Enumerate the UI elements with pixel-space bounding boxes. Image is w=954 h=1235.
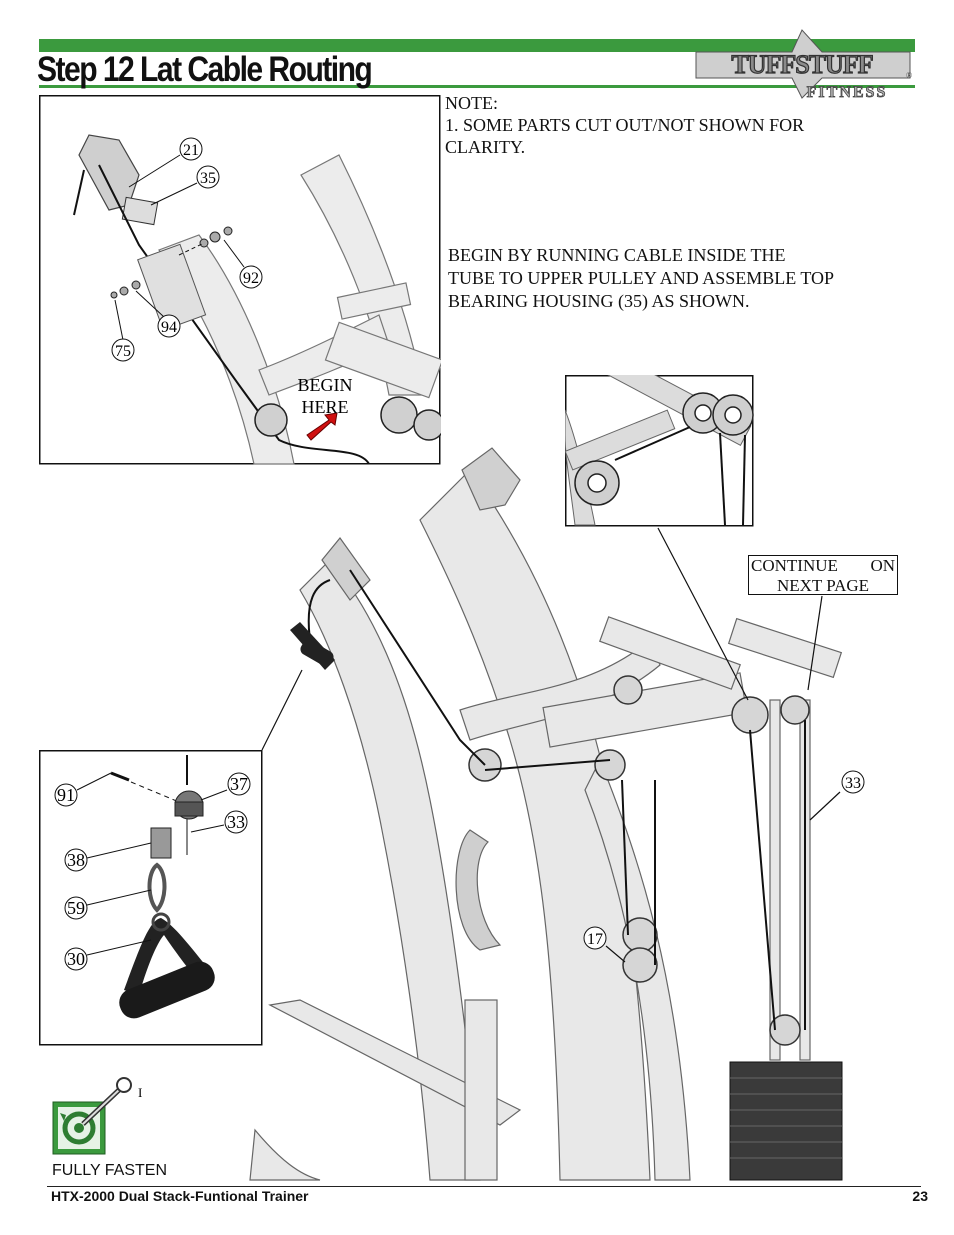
instruction-line-3: BEARING HOUSING (35) AS SHOWN.	[448, 291, 750, 311]
on-word: ON	[870, 556, 895, 575]
callout-number: 94	[161, 319, 177, 336]
header-green-bar	[39, 39, 915, 52]
callout-17-main: 17	[583, 926, 607, 950]
logo-main-text: TUFFSTUFF	[731, 50, 872, 79]
callout-92: 92	[239, 265, 263, 289]
here-label: HERE	[302, 397, 349, 417]
callout-number: 92	[243, 270, 259, 287]
callout-35: 35	[196, 165, 220, 189]
begin-label: BEGIN	[298, 375, 353, 395]
note-line-2: CLARITY.	[445, 137, 526, 157]
handle-assembly-inset: 91 37 33 38 59 30	[39, 750, 263, 1046]
fasten-mark: I	[138, 1085, 142, 1100]
callout-30: 30	[64, 947, 88, 971]
callout-number: 17	[587, 931, 603, 948]
fully-fasten-icon: I	[52, 1077, 142, 1155]
footer-product-name: HTX-2000 Dual Stack-Funtional Trainer	[51, 1188, 309, 1204]
continue-word: CONTINUE	[751, 556, 838, 575]
callout-33: 33	[224, 810, 248, 834]
callout-number: 37	[230, 774, 248, 794]
next-page-text: NEXT PAGE	[776, 576, 870, 595]
header-underline	[39, 85, 915, 88]
callout-75: 75	[111, 338, 135, 362]
callout-number: 59	[67, 898, 85, 918]
brand-logo: TUFFSTUFF ® FITNESS	[695, 29, 912, 100]
callout-number: 35	[200, 170, 216, 187]
top-bearing-housing-inset: 21 35 92 94 75 BEGIN HERE	[39, 95, 441, 465]
callout-number: 75	[115, 343, 131, 360]
instruction-line-2: TUBE TO UPPER PULLEY AND ASSEMBLE TOP	[448, 268, 835, 288]
callout-number: 21	[183, 142, 199, 159]
pulley-detail-inset	[565, 375, 754, 527]
fully-fasten-label: FULLY FASTEN	[52, 1162, 167, 1179]
continue-next-page-box: CONTINUE ON NEXT PAGE	[748, 555, 898, 595]
page-title: Step 12 Lat Cable Routing	[37, 50, 373, 89]
callout-number: 91	[57, 785, 75, 805]
callout-number: 33	[845, 775, 861, 792]
callout-number: 38	[67, 850, 85, 870]
instruction-line-1: BEGIN BY RUNNING CABLE INSIDE THE	[448, 245, 786, 265]
callout-number: 30	[67, 949, 85, 969]
note-heading: NOTE:	[445, 93, 498, 113]
footer-divider	[47, 1186, 921, 1187]
logo-registered-mark: ®	[906, 71, 912, 80]
page-number: 23	[912, 1188, 928, 1204]
callout-38: 38	[64, 848, 88, 872]
callout-59: 59	[64, 896, 88, 920]
callout-37: 37	[227, 772, 251, 796]
callout-number: 33	[227, 812, 245, 832]
callout-33-main: 33	[841, 770, 865, 794]
note-block: NOTE: 1. SOME PARTS CUT OUT/NOT SHOWN FO…	[445, 92, 865, 158]
instruction-block: BEGIN BY RUNNING CABLE INSIDE THE TUBE T…	[448, 244, 878, 313]
note-line-1: 1. SOME PARTS CUT OUT/NOT SHOWN FOR	[445, 115, 805, 135]
logo-sub-text: FITNESS	[807, 84, 888, 100]
callout-94: 94	[157, 314, 181, 338]
callout-21: 21	[179, 137, 203, 161]
callout-91: 91	[54, 783, 78, 807]
